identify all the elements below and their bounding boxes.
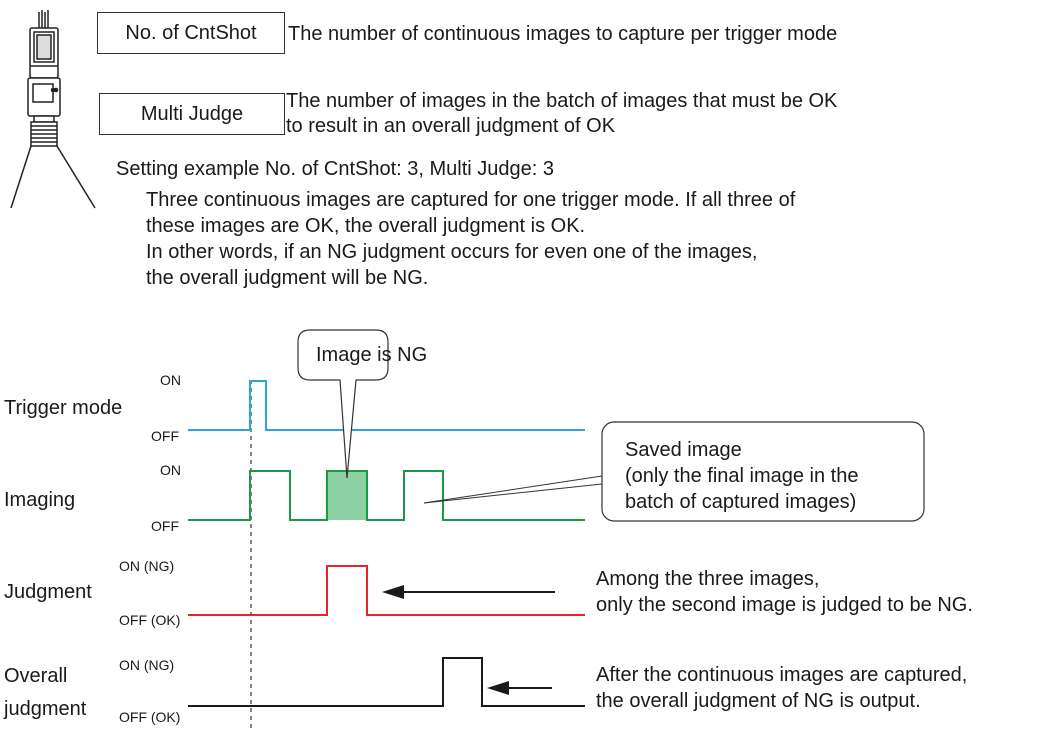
judgment-waveform [188, 565, 585, 616]
example-line-1: Three continuous images are captured for… [146, 189, 796, 211]
imaging-ng-pulse-fill [327, 471, 367, 520]
signal-name-imaging: Imaging [4, 489, 76, 511]
saved-image-line3: batch of captured images) [625, 491, 857, 513]
judgment-off-label: OFF (OK) [119, 612, 181, 628]
signal-name-overall-line1: Overall [4, 665, 68, 687]
saved-image-line1: Saved image [625, 439, 742, 461]
overall-arrow-icon [487, 681, 509, 695]
camera-icon [10, 10, 96, 209]
saved-image-line2: (only the final image in the [625, 465, 859, 487]
multi-judge-label: Multi Judge [140, 102, 244, 125]
signal-name-trigger-mode: Trigger mode [4, 397, 123, 419]
imaging-waveform [188, 470, 585, 521]
overall-judgment-waveform [188, 657, 585, 707]
multi-judge-description-line1: The number of images in the batch of ima… [286, 90, 838, 112]
example-line-3: In other words, if an NG judgment occurs… [146, 241, 758, 263]
trigger-mode-waveform [188, 380, 585, 431]
overall-note-line1: After the continuous images are captured… [596, 664, 968, 686]
judgment-on-label: ON (NG) [119, 558, 175, 574]
trigger-on-label: ON [160, 372, 181, 388]
judgment-note-line2: only the second image is judged to be NG… [596, 594, 973, 616]
saved-image-callout-box [601, 421, 925, 522]
cntshot-description: The number of continuous images to captu… [288, 23, 838, 45]
overall-note-line2: the overall judgment of NG is output. [596, 690, 921, 712]
example-line-4: the overall judgment will be NG. [146, 267, 429, 289]
setting-example-heading: Setting example No. of CntShot: 3, Multi… [116, 158, 555, 180]
example-line-2: these images are OK, the overall judgmen… [146, 215, 586, 237]
signal-name-overall-line2: judgment [4, 698, 87, 720]
multi-judge-setting-box: Multi Judge [99, 93, 285, 135]
overall-off-label: OFF (OK) [119, 709, 181, 725]
judgment-arrow-icon [382, 585, 404, 599]
multi-judge-description-line2: to result in an overall judgment of OK [286, 115, 616, 137]
signal-name-judgment: Judgment [4, 581, 92, 603]
overall-on-label: ON (NG) [119, 657, 175, 673]
judgment-note-line1: Among the three images, [596, 568, 820, 590]
image-ng-callout-text: Image is NG [316, 344, 428, 366]
imaging-off-label: OFF [151, 518, 179, 534]
cntshot-setting-box: No. of CntShot [97, 12, 285, 54]
cntshot-label: No. of CntShot [125, 21, 257, 44]
trigger-off-label: OFF [151, 428, 179, 444]
image-ng-callout-shape [297, 329, 389, 479]
imaging-on-label: ON [160, 462, 181, 478]
